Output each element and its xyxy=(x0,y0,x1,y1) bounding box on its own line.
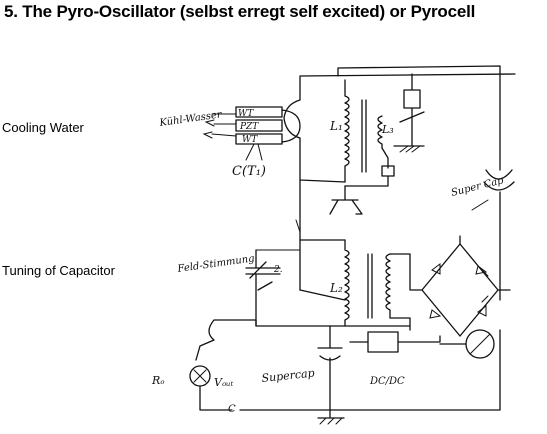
lower-transformer xyxy=(299,239,391,327)
wt-top-label: WT xyxy=(238,109,254,119)
l1-label: L₁ xyxy=(329,119,343,133)
dc-dc-converter xyxy=(349,331,441,353)
l2-label: L₂ xyxy=(329,281,343,295)
r-out-label: Rₒ xyxy=(151,374,165,387)
super-cap-right-label: Super Cap xyxy=(450,175,505,199)
super-cap-right xyxy=(483,154,515,301)
left-top-wire xyxy=(283,85,346,183)
l3-label: L₃ xyxy=(381,123,394,136)
ground-bottom xyxy=(317,409,345,419)
dc-dc-label: DC/DC xyxy=(369,376,405,387)
output-right-wire xyxy=(393,73,425,147)
wt-bottom-label: WT xyxy=(242,135,258,145)
tuning-capacitor-label: Tuning of Capacitor xyxy=(2,263,115,278)
supercap-bottom xyxy=(317,325,343,411)
bottom-left-wire xyxy=(195,319,411,361)
upper-transformer xyxy=(344,79,383,183)
bridge-rectifier xyxy=(389,235,511,337)
tuning-capacitor-wire xyxy=(245,249,281,327)
supercap-bottom-label: Supercap xyxy=(261,366,315,384)
v-out-label: Vₒᵤₜ xyxy=(214,376,234,389)
c-bottom-label: C xyxy=(228,404,236,415)
transistor-symbol xyxy=(299,179,363,291)
lower-branch-wire xyxy=(344,147,395,187)
cap-value-label: 2. xyxy=(273,265,283,275)
feld-stimmung-label: Feld-Stimmung xyxy=(176,253,255,275)
pzt-label: PZT xyxy=(239,122,259,132)
top-wire xyxy=(299,65,516,156)
cooling-unit xyxy=(202,106,301,145)
cooling-water-label: Cooling Water xyxy=(2,120,84,135)
page-title: 5. The Pyro-Oscillator (selbst erregt se… xyxy=(4,2,476,21)
c-t-label: C(T₁) xyxy=(232,164,266,179)
